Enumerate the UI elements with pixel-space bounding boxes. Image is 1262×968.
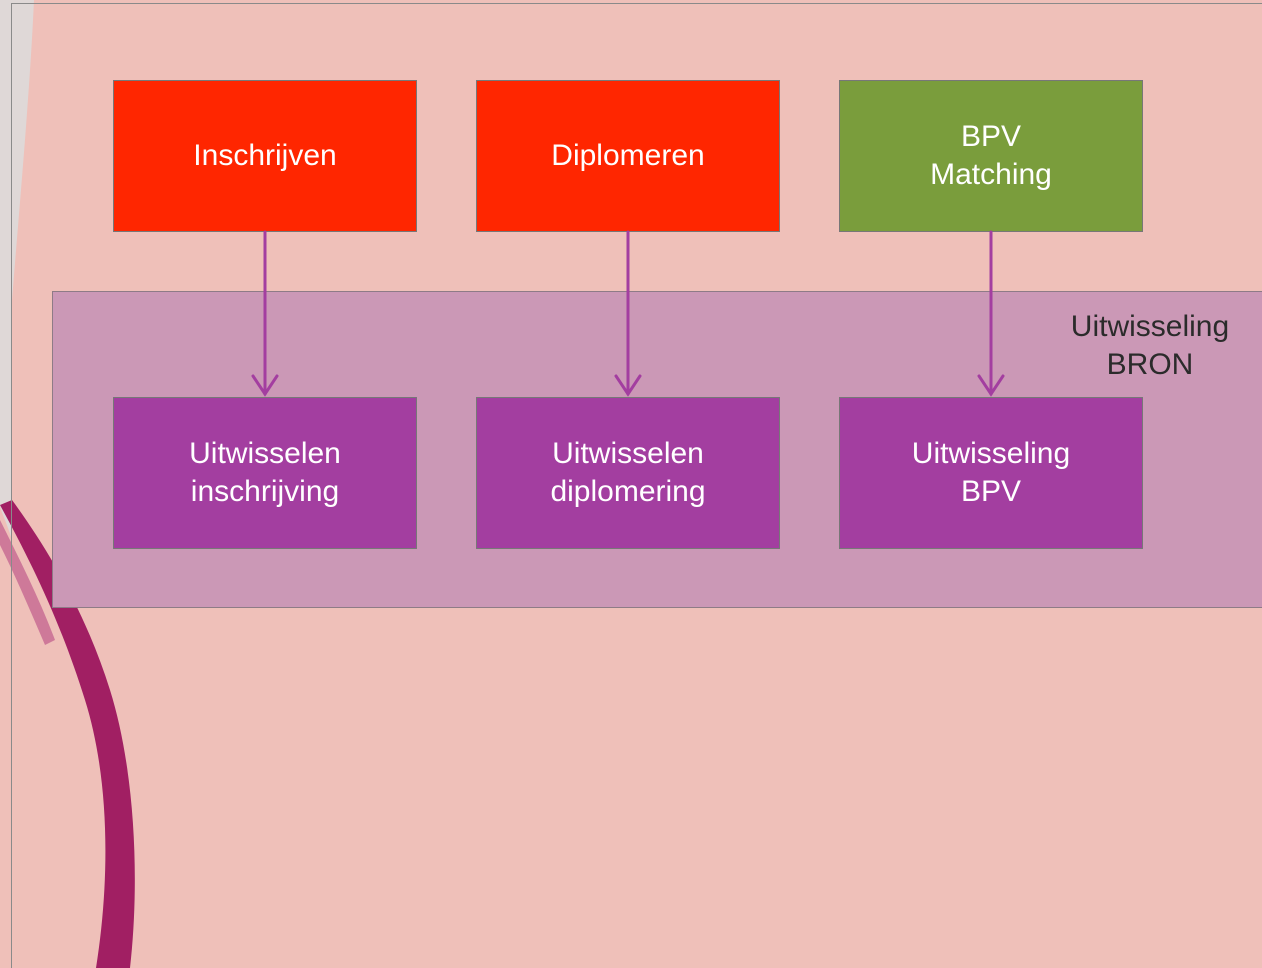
inschrijven-box: Inschrijven: [113, 80, 417, 232]
uitwisselen-inschrijving-box: Uitwisselen inschrijving: [113, 397, 417, 549]
uitwisseling-bpv-box: Uitwisseling BPV: [839, 397, 1143, 549]
diplomeren-box: Diplomeren: [476, 80, 780, 232]
bpv-matching-box: BPV Matching: [839, 80, 1143, 232]
slide-frame: [11, 3, 1262, 968]
uitwisselen-diplomering-box: Uitwisselen diplomering: [476, 397, 780, 549]
bron-group-label: Uitwisseling BRON: [1070, 310, 1230, 381]
